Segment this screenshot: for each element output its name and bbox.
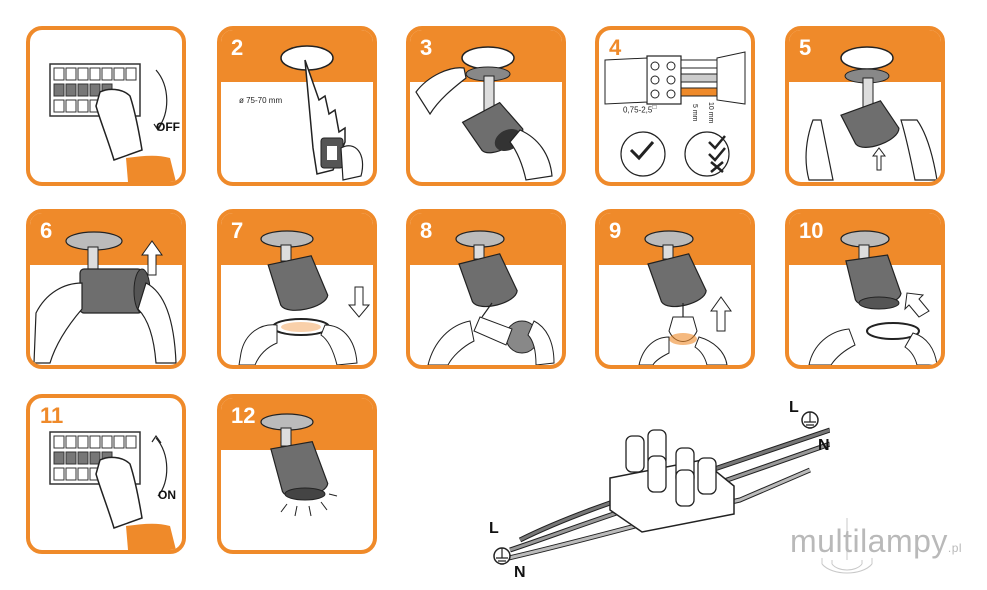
step-6-panel: 6 xyxy=(26,209,186,369)
step-number: 2 xyxy=(231,35,244,60)
wiring-right-n: N xyxy=(818,437,830,454)
mount-base-illustration xyxy=(415,46,553,181)
step-12-panel: 12 xyxy=(217,394,377,554)
attach-fixture-illustration xyxy=(805,46,938,181)
strip-long-label: 10 mm xyxy=(707,102,714,124)
step-number: 12 xyxy=(231,403,256,428)
wiring-diagram xyxy=(493,411,830,565)
step-number: 1 xyxy=(40,35,53,60)
remove-front-ring-illustration xyxy=(238,230,371,365)
step-7-panel: 7 xyxy=(217,209,377,369)
strip-short-label: 5 mm xyxy=(691,104,698,122)
step-number: 3 xyxy=(420,35,433,60)
step-number: 10 xyxy=(799,218,824,243)
wiring-left-n: N xyxy=(514,564,526,581)
step-4-panel: 4 0,75-2,5□ 5 mm 10 mm xyxy=(595,26,755,186)
brand-logo: multilampy.pl xyxy=(790,523,963,559)
step-number: 9 xyxy=(609,218,622,243)
wiring-left-l: L xyxy=(489,520,499,537)
step-number: 4 xyxy=(609,35,622,60)
step-2-panel: 2 ø 75-70 mm xyxy=(217,26,377,186)
adjust-fixture-illustration xyxy=(33,231,177,364)
step-number: 6 xyxy=(40,218,53,243)
wire-connection-illustration xyxy=(604,51,746,177)
replace-front-ring-illustration xyxy=(808,230,938,365)
finished-fixture-illustration xyxy=(260,413,338,517)
chandelier-logo xyxy=(821,518,873,574)
step-8-panel: 8 xyxy=(406,209,566,369)
step-number: 7 xyxy=(231,218,244,243)
wiring-right-l: L xyxy=(789,399,799,416)
breaker-on-illustration xyxy=(49,431,176,550)
wire-section-label: 0,75-2,5□ xyxy=(623,104,657,115)
step-number: 5 xyxy=(799,35,812,60)
step-11-panel: 11 ON xyxy=(26,394,186,554)
step-1-panel: 1 OFF xyxy=(26,26,186,186)
insert-bulb-illustration xyxy=(427,230,555,365)
bulb-into-socket-illustration xyxy=(638,230,732,365)
step-10-panel: 10 xyxy=(785,209,945,369)
hole-diameter-label: ø 75-70 mm xyxy=(239,96,283,105)
off-label: OFF xyxy=(156,120,180,134)
ceiling-hole-saw-illustration xyxy=(280,45,364,181)
step-number: 11 xyxy=(40,403,64,428)
on-label: ON xyxy=(158,488,176,502)
breaker-off-illustration xyxy=(49,63,176,182)
step-3-panel: 3 xyxy=(406,26,566,186)
step-9-panel: 9 xyxy=(595,209,755,369)
step-number: 8 xyxy=(420,218,433,243)
step-5-panel: 5 xyxy=(785,26,945,186)
